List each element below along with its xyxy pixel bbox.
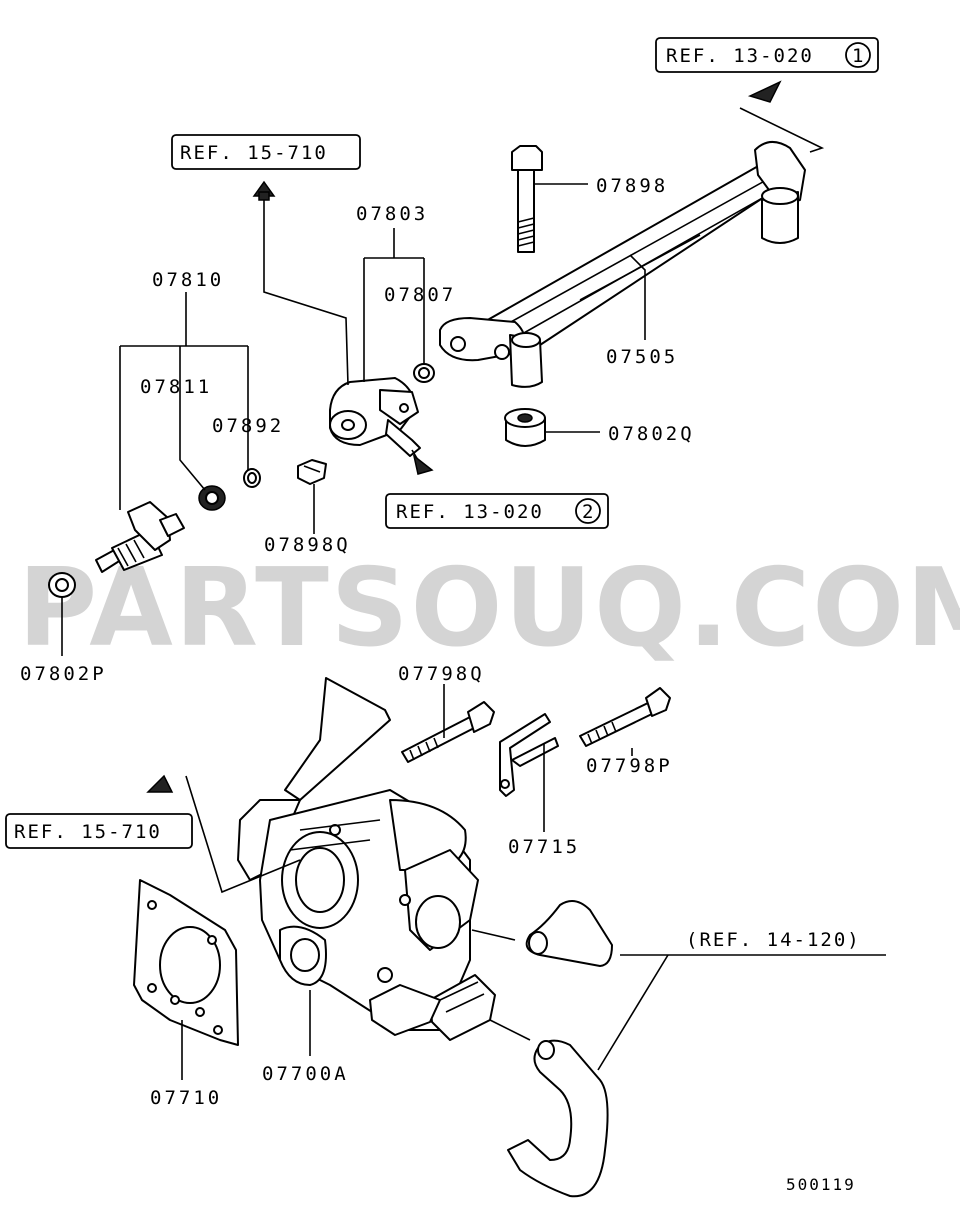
label-07811[interactable]: 07811 <box>140 376 212 398</box>
ref-15-710-upper-label: REF. 15-710 <box>180 142 328 164</box>
ref-13-020-2-number: 2 <box>582 501 595 523</box>
injector-07810[interactable] <box>95 501 185 573</box>
label-07802P[interactable]: 07802P <box>20 663 107 685</box>
ref-15-710-lower-label: REF. 15-710 <box>14 821 162 843</box>
label-07892[interactable]: 07892 <box>212 415 284 437</box>
bolt-07798Q[interactable] <box>401 701 495 763</box>
gasket-07710[interactable] <box>133 879 239 1046</box>
bolt-07798P[interactable] <box>579 687 671 747</box>
ref-box-13-020-2[interactable]: REF. 13-020 2 <box>385 493 609 529</box>
ref-13-020-1-label: REF. 13-020 <box>666 45 814 67</box>
ref-13-020-2-label: REF. 13-020 <box>396 501 544 523</box>
ref-14-120-label[interactable]: (REF. 14-120) <box>686 929 861 951</box>
hose-upper[interactable] <box>525 900 613 967</box>
bracket-07715[interactable] <box>499 713 559 797</box>
bolt-07898[interactable] <box>511 145 543 253</box>
label-07798Q[interactable]: 07798Q <box>398 663 485 685</box>
leader-lines <box>61 80 886 1080</box>
o-ring-07892[interactable] <box>243 468 261 488</box>
pressure-regulator-07803[interactable] <box>329 377 421 457</box>
screw-07898Q[interactable] <box>297 459 327 485</box>
insulator-07802P[interactable] <box>48 572 76 598</box>
hose-lower[interactable] <box>507 1039 609 1198</box>
label-07898[interactable]: 07898 <box>596 175 668 197</box>
label-07798P[interactable]: 07798P <box>586 755 673 777</box>
ref-13-020-1-number: 1 <box>852 45 865 67</box>
ref-box-13-020-1[interactable]: REF. 13-020 1 <box>655 37 879 73</box>
label-07802Q[interactable]: 07802Q <box>608 423 695 445</box>
watermark: PARTSOUQ.COM <box>18 546 960 671</box>
o-ring-07807[interactable] <box>413 363 435 383</box>
label-07715[interactable]: 07715 <box>508 836 580 858</box>
label-07810[interactable]: 07810 <box>152 269 224 291</box>
ref-box-15-710-upper[interactable]: REF. 15-710 <box>171 134 361 170</box>
cushion-07802Q[interactable] <box>504 408 546 447</box>
label-07803[interactable]: 07803 <box>356 203 428 225</box>
label-07898Q[interactable]: 07898Q <box>264 534 351 556</box>
label-07710[interactable]: 07710 <box>150 1087 222 1109</box>
diagram-id: 500119 <box>786 1175 856 1194</box>
label-07700A[interactable]: 07700A <box>262 1063 349 1085</box>
ref-box-15-710-lower[interactable]: REF. 15-710 <box>5 813 193 849</box>
label-07807[interactable]: 07807 <box>384 284 456 306</box>
throttle-body-07700A[interactable] <box>237 677 496 1041</box>
part-labels: 07898 07803 07807 07810 07505 07811 0789… <box>20 175 695 1109</box>
label-07505[interactable]: 07505 <box>606 346 678 368</box>
seal-07811[interactable] <box>198 485 226 511</box>
